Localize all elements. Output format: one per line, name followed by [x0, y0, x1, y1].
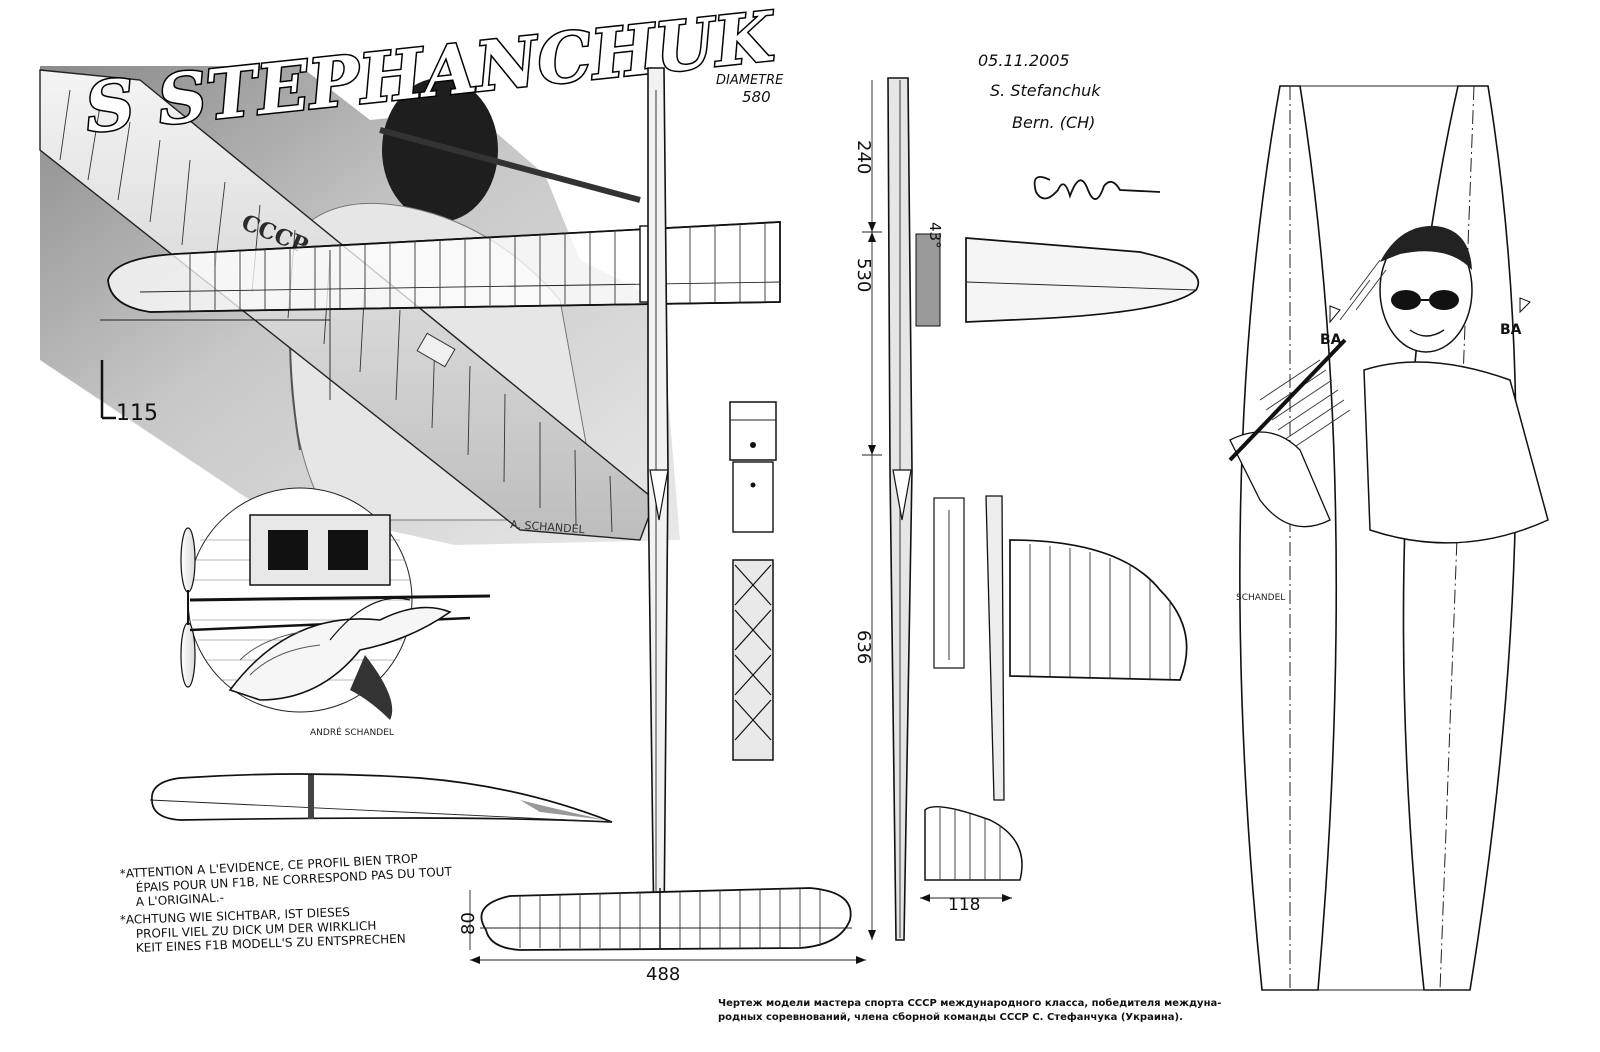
signature-scribble-icon [1033, 176, 1161, 200]
hub-detail [729, 401, 777, 761]
ba-left-label: BA [1320, 332, 1342, 348]
motor-stick-top-view [647, 67, 669, 942]
signature-name: S. Stefanchuk [990, 81, 1101, 100]
airfoil-profile [149, 773, 613, 823]
svg-text:115: 115 [116, 401, 158, 426]
note-fr-3: A L'ORIGINAL.- [135, 890, 224, 909]
svg-text:488: 488 [646, 964, 680, 985]
svg-text:80: 80 [458, 912, 479, 935]
propeller-blade-icon [180, 527, 196, 688]
caption-line-1: Чертеж модели мастера спорта СССР междун… [718, 997, 1221, 1009]
ba-right-label: BA [1500, 322, 1522, 338]
dim-240: 240 [853, 140, 874, 174]
crane-vignette: ANDRÉ SCHANDEL [180, 487, 491, 738]
svg-text:118: 118 [948, 895, 980, 915]
caption-line-2: родных соревнований, члена сборной коман… [718, 1011, 1183, 1023]
fuselage-side-view [887, 77, 913, 941]
caption: Чертеж модели мастера спорта СССР междун… [718, 997, 1221, 1023]
svg-text:580: 580 [742, 88, 771, 106]
dim-80: 80 [458, 890, 479, 950]
dim-636: 636 [853, 630, 874, 664]
dim-118: 118 [920, 894, 1012, 915]
signature-block: 05.11.2005 S. Stefanchuk Bern. (CH) [978, 51, 1161, 200]
vertical-dimensions: 240 530 636 [853, 80, 882, 940]
portrait-artist: SCHANDEL [1236, 593, 1285, 603]
signature-place: Bern. (CH) [1012, 113, 1095, 132]
notes-block: *ATTENTION A L'EVIDENCE, CE PROFIL BIEN … [119, 851, 452, 955]
fin-side-view [924, 495, 1188, 881]
signature-date: 05.11.2005 [978, 51, 1070, 70]
crane-artist: ANDRÉ SCHANDEL [310, 726, 394, 738]
dim-115: 115 [100, 360, 158, 426]
svg-text:DIAMETRE: DIAMETRE [716, 73, 784, 88]
dim-488: 488 [470, 956, 866, 985]
dim-530: 530 [853, 258, 874, 292]
photo-fuselage [379, 127, 641, 203]
crane-bird-icon [228, 597, 452, 720]
photo-person-head [382, 78, 498, 222]
photo-wing-artist: A. SCHANDEL [510, 518, 586, 536]
main-wing-ribs [189, 223, 766, 311]
prop-diameter: DIAMETRE 580 [716, 73, 784, 106]
stabilizer-planform [480, 887, 852, 951]
sunglasses-portrait-icon: SCHANDEL [1228, 225, 1549, 603]
dim-43: 43° [926, 222, 944, 249]
wing-side-panel: 43° [915, 222, 1200, 327]
